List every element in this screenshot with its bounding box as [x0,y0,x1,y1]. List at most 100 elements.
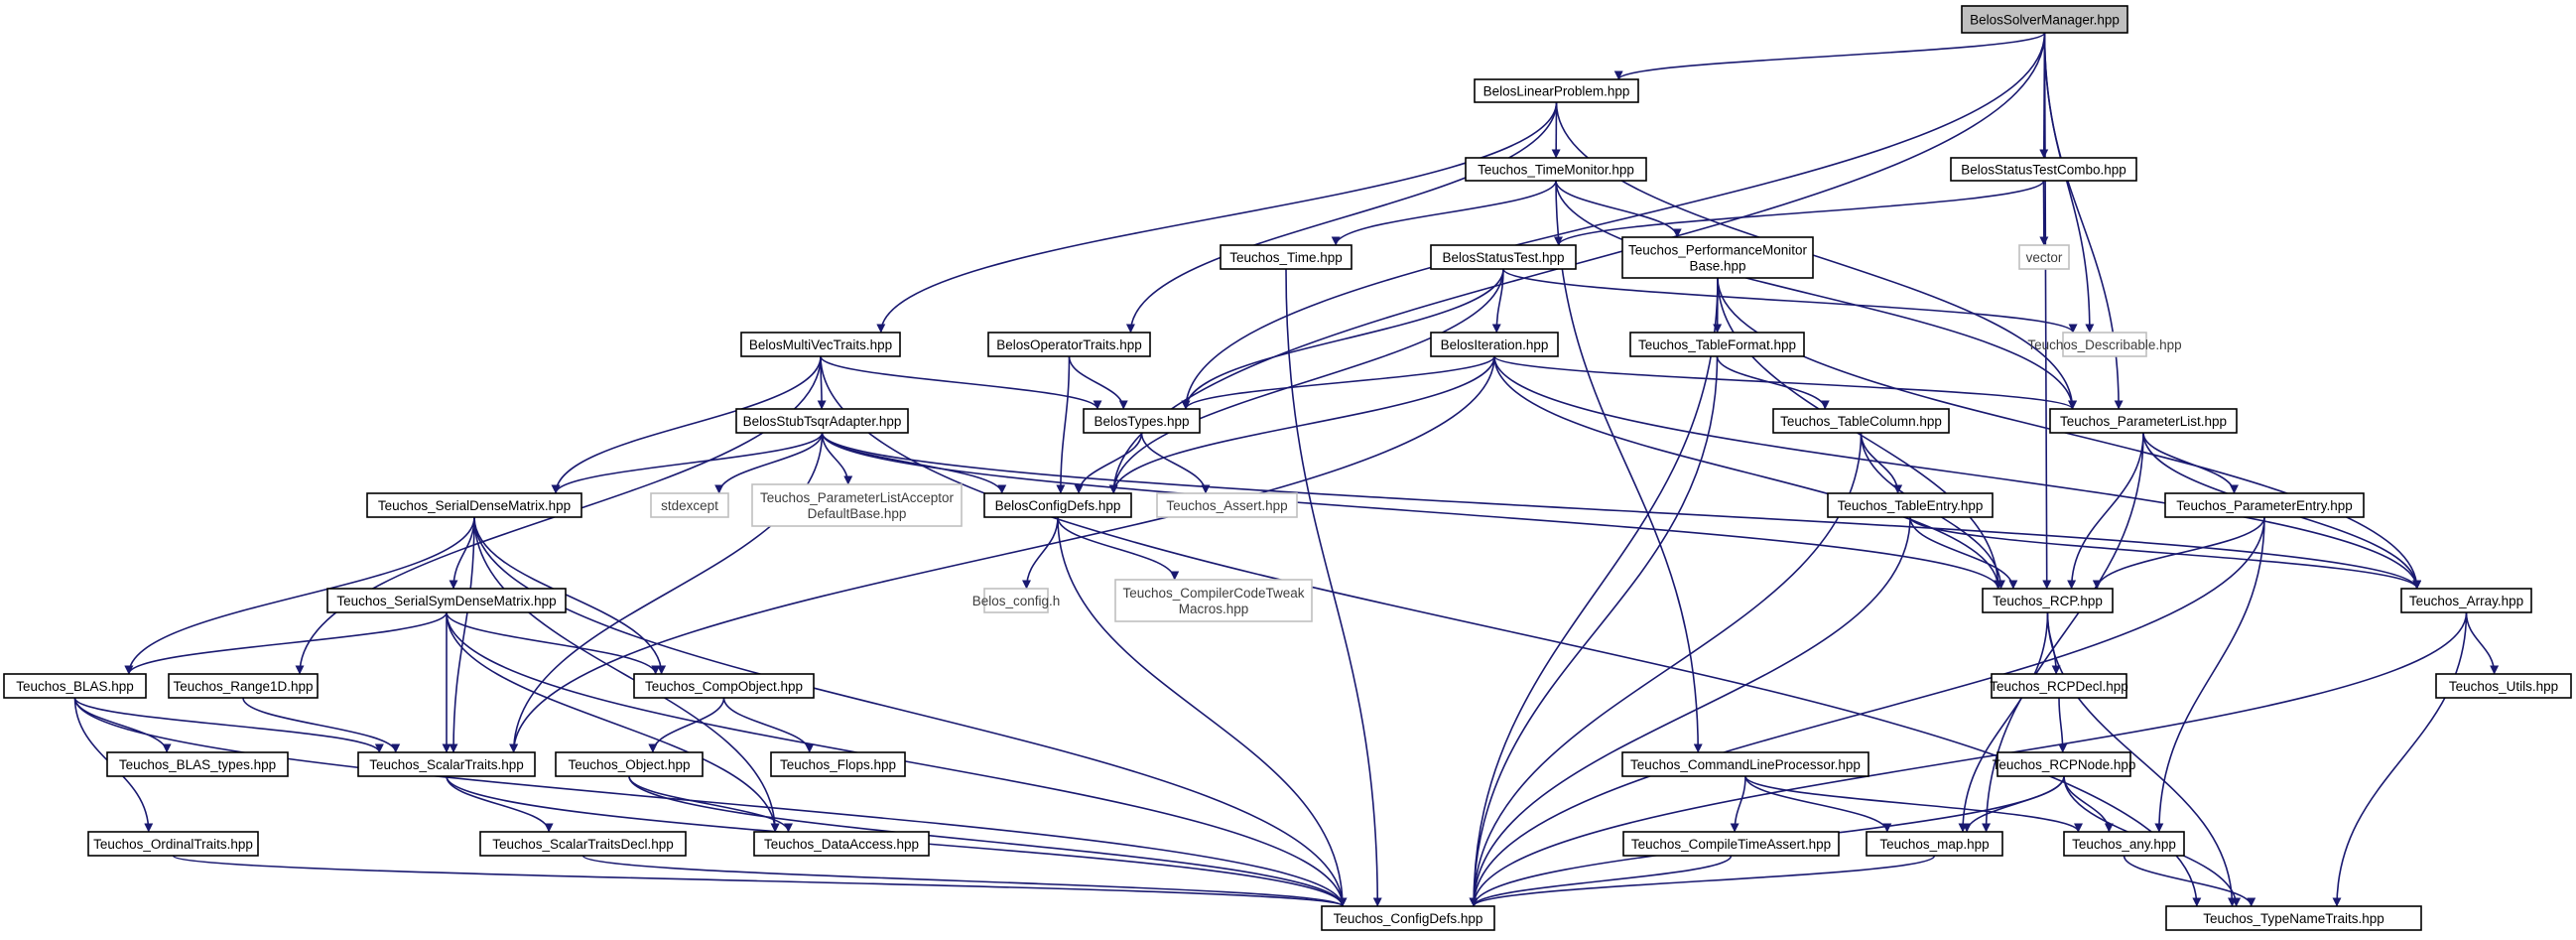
node-label: Teuchos_TypeNameTraits.hpp [2203,911,2384,926]
node-label: Teuchos_Array.hpp [2409,594,2523,608]
header-node[interactable]: BelosStatusTestCombo.hpp [1950,157,2137,182]
edge-stest-to-cfgdefs [1108,268,1504,494]
header-node[interactable]: Teuchos_CompObject.hpp [633,673,815,699]
dependency-edge [1469,855,1936,907]
edge-ordinal-to-configdefs [172,855,1347,907]
root-node[interactable]: BelosSolverManager.hpp [1961,5,2128,34]
dependency-edge [722,697,815,753]
node-box [2400,588,2532,613]
header-node[interactable]: Teuchos_Utils.hpp [2435,673,2572,699]
node-label: Teuchos_Utils.hpp [2449,679,2558,694]
header-node[interactable]: BelosStatusTest.hpp [1430,244,1577,270]
node-box [326,588,567,613]
node-box [1321,905,1495,931]
node-box [1114,579,1313,622]
header-node[interactable]: BelosStubTsqrAdapter.hpp [735,408,909,434]
dependency-edge [2142,432,2239,494]
header-node[interactable]: Teuchos_map.hpp [1866,831,2003,857]
nodes-layer: BelosSolverManager.hppBelosLinearProblem… [3,5,2572,931]
header-node[interactable]: Teuchos_SerialSymDenseMatrix.hpp [326,588,567,613]
header-node[interactable]: Teuchos_CompileTimeAssert.hpp [1622,831,1840,857]
dependency-edge [1125,101,1558,334]
header-node[interactable]: Teuchos_ConfigDefs.hpp [1321,905,1495,931]
edge-rcpdecl-to-rcpnode [2058,697,2068,753]
header-node[interactable]: Teuchos_TimeMonitor.hpp [1465,157,1647,182]
dependency-edge [1982,432,2144,833]
node-box [366,492,582,518]
dependency-edge [1469,611,2468,907]
header-node[interactable]: Teuchos_OrdinalTraits.hpp [87,831,259,857]
header-node[interactable]: Teuchos_ScalarTraits.hpp [357,751,536,777]
header-node[interactable]: Teuchos_TableFormat.hpp [1629,332,1805,357]
dependency-edge [73,697,1348,907]
header-node[interactable]: Teuchos_CommandLineProcessor.hpp [1621,751,1869,777]
system-header-node: stdexcept [650,492,729,518]
header-node[interactable]: Teuchos_Range1D.hpp [168,673,319,699]
node-label: BelosLinearProblem.hpp [1483,84,1630,99]
header-node[interactable]: Teuchos_RCP.hpp [1982,588,2114,613]
header-node[interactable]: Teuchos_Object.hpp [555,751,704,777]
header-node[interactable]: BelosMultiVecTraits.hpp [740,332,901,357]
node-label: Teuchos_Time.hpp [1229,250,1343,265]
dependency-edge [1909,516,2422,590]
header-node[interactable]: Teuchos_RCPNode.hpp [1993,751,2136,777]
edge-stcombo-to-stest [1554,180,2045,246]
header-node[interactable]: Teuchos_Flops.hpp [770,751,906,777]
header-node[interactable]: BelosOperatorTraits.hpp [987,332,1151,357]
edge-stub-to-rcp [821,432,2003,590]
header-node[interactable]: BelosTypes.hpp [1083,408,1201,434]
header-node[interactable]: Teuchos_BLAS_types.hpp [106,751,289,777]
header-node[interactable]: BelosConfigDefs.hpp [983,492,1132,518]
header-node[interactable]: Teuchos_BLAS.hpp [3,673,147,699]
node-box [1430,332,1559,357]
header-node[interactable]: Teuchos_Array.hpp [2400,588,2532,613]
edge-plist-to-rcp [2067,432,2144,590]
node-box [2435,673,2572,699]
node-box [983,492,1132,518]
header-node[interactable]: Teuchos_SerialDenseMatrix.hpp [366,492,582,518]
dependency-edge [509,355,1495,753]
node-box [633,673,815,699]
node-box [2018,244,2070,270]
dependency-edge [581,855,1348,907]
node-box [2165,905,2422,931]
header-node[interactable]: BelosLinearProblem.hpp [1474,78,1639,103]
header-node[interactable]: Teuchos_TableEntry.hpp [1827,492,1994,518]
node-box [1991,673,2127,699]
dependency-edge [1469,355,1719,907]
header-node[interactable]: Teuchos_RCPDecl.hpp [1990,673,2128,699]
edge-rcp-to-typename [2046,611,2237,907]
header-node[interactable]: Teuchos_TableColumn.hpp [1772,408,1950,434]
dependency-edge [2332,611,2468,907]
edge-mvtraits-to-types [820,355,1102,410]
header-node[interactable]: Teuchos_ParameterEntry.hpp [2164,492,2365,518]
dependency-edge [821,432,2422,590]
header-node[interactable]: Teuchos_DataAccess.hpp [753,831,930,857]
header-node[interactable]: Teuchos_any.hpp [2063,831,2185,857]
edge-sdm-to-dataacc [473,516,780,833]
edge-compobj-to-flops [722,697,815,753]
header-node[interactable]: Teuchos_ParameterList.hpp [2049,408,2238,434]
dependency-edge [1555,180,1682,238]
edge-iter-to-types [1181,355,1495,410]
node-label: BelosSolverManager.hpp [1970,13,2120,28]
dependency-edge [73,697,384,753]
dependency-edge [820,355,1102,410]
header-node[interactable]: BelosIteration.hpp [1430,332,1559,357]
node-box [1156,492,1298,518]
header-node[interactable]: Teuchos_TypeNameTraits.hpp [2165,905,2422,931]
node-label: Teuchos_RCPDecl.hpp [1990,679,2128,694]
dependency-edge [2043,32,2095,334]
dependency-edge [1744,775,2083,833]
node-label: Base.hpp [1689,259,1745,274]
system-header-node: Belos_config.h [972,588,1060,613]
node-box [1961,5,2128,34]
dependency-edge [2092,516,2265,590]
node-label: Teuchos_map.hpp [1879,837,1989,852]
header-node[interactable]: Teuchos_Time.hpp [1220,244,1352,270]
node-label: Teuchos_Flops.hpp [780,757,896,772]
node-label: Teuchos_ConfigDefs.hpp [1334,911,1483,926]
header-node[interactable]: Teuchos_ScalarTraitsDecl.hpp [479,831,687,857]
dependency-edge [1555,101,2078,410]
